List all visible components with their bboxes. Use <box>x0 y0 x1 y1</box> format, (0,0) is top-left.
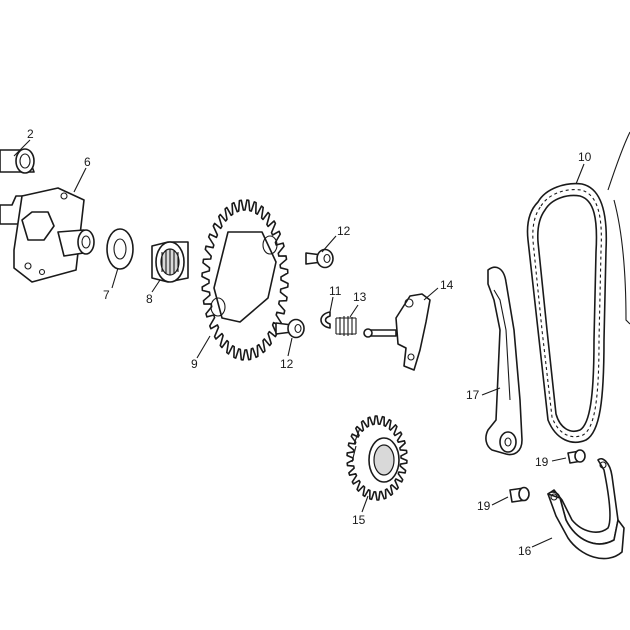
part-11-circlip <box>320 311 331 329</box>
part-14-decompressor-lever <box>363 293 431 371</box>
callout-6: 6 <box>84 155 91 169</box>
callout-17: 17 <box>466 388 480 402</box>
callout-8: 8 <box>146 292 153 306</box>
callout-11: 11 <box>329 284 342 298</box>
callout-12-lower: 12 <box>280 357 294 371</box>
callout-labels: 2 6 7 8 9 10 11 12 12 13 14 15 16 17 19 … <box>27 127 592 558</box>
callout-19-lower: 19 <box>477 499 491 513</box>
part-17-chain-guide <box>485 266 523 456</box>
part-7-washer <box>106 228 134 270</box>
callout-14: 14 <box>440 278 454 292</box>
part-8-needle-bearing <box>151 241 189 283</box>
part-19-bushing-lower <box>509 486 530 503</box>
callout-12-upper: 12 <box>337 224 351 238</box>
callout-19-upper: 19 <box>535 455 549 469</box>
part-12-screw-upper <box>305 248 334 269</box>
callout-16: 16 <box>518 544 532 558</box>
part-9-cam-sprocket <box>201 199 289 361</box>
leader-lines <box>13 139 585 548</box>
callout-15: 15 <box>352 513 366 527</box>
part-16-tensioner-shoe <box>547 458 625 560</box>
callout-13: 13 <box>353 290 367 304</box>
part-12-screw-lower <box>275 318 305 339</box>
callout-2: 2 <box>27 127 34 141</box>
callout-7: 7 <box>103 288 110 302</box>
part-15-gear <box>346 415 408 501</box>
callout-9: 9 <box>191 357 198 371</box>
part-19-bushing-upper <box>567 449 586 464</box>
housing-edge <box>607 131 630 325</box>
part-13-spring <box>335 316 357 336</box>
part-2-sleeve <box>0 148 35 174</box>
part-6-camshaft <box>0 187 95 283</box>
callout-10: 10 <box>578 150 592 164</box>
part-10-timing-chain <box>526 182 608 444</box>
